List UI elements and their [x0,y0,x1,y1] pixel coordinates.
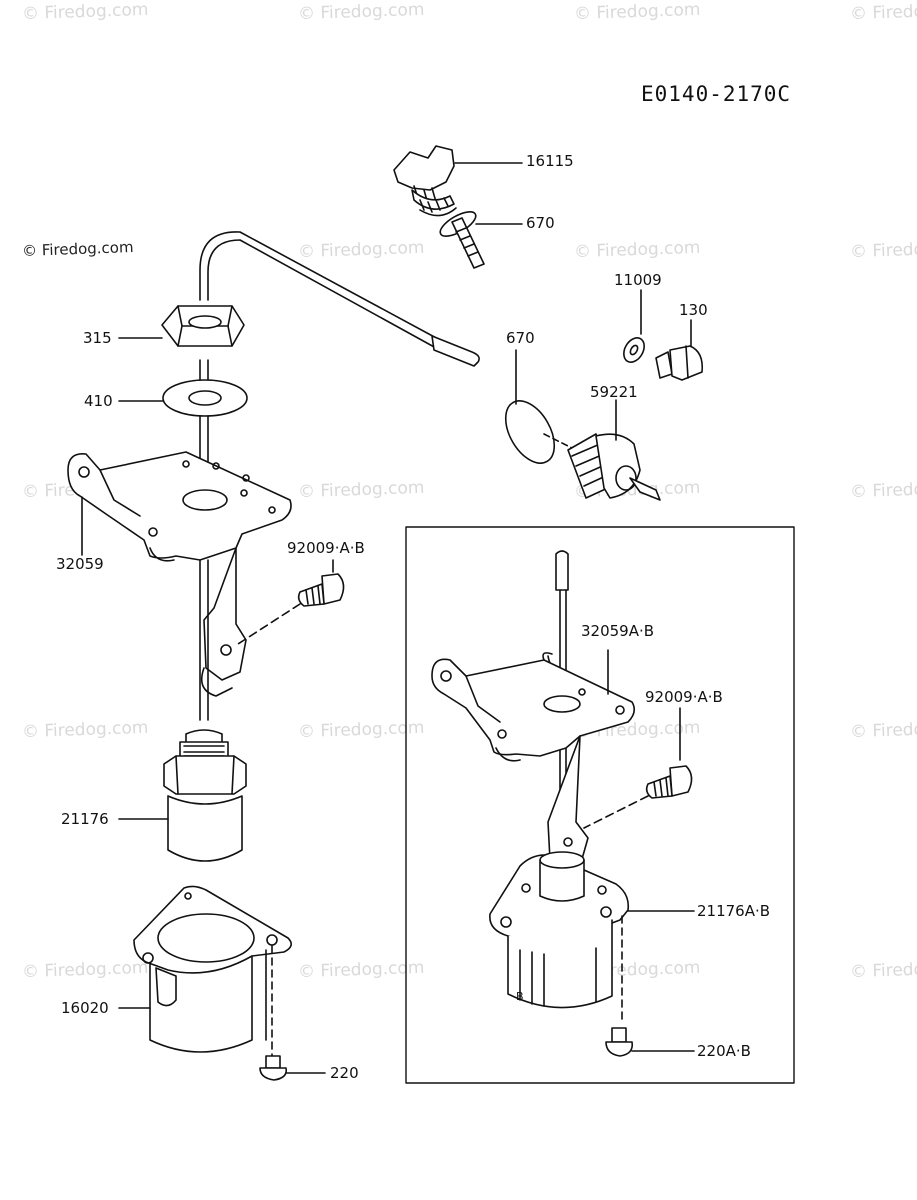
part-11009-drawing [623,289,645,363]
label-92009: 92009·A·B [287,539,365,557]
part-32059-drawing [67,451,292,721]
label-11009: 11009 [614,271,662,289]
label-220ab: 220A·B [697,1042,751,1060]
label-410: 410 [84,392,113,410]
label-315: 315 [83,329,112,347]
label-16020: 16020 [61,999,109,1017]
label-21176ab: 21176A·B [697,902,771,920]
label-130: 130 [679,301,708,319]
part-21176-drawing [118,729,247,862]
part-16115-drawing [393,145,523,217]
label-32059ab: 32059A·B [581,622,655,640]
diagram-code: E0140-2170C [641,82,792,106]
part-16020-drawing [118,885,292,1057]
part-410-drawing [118,379,248,417]
part-59221-drawing [567,399,661,501]
label-59221: 59221 [590,383,638,401]
part-220-drawing [259,1055,326,1081]
part-220ab-drawing [605,1027,695,1057]
part-92009-drawing [237,559,345,645]
label-670-upper: 670 [526,214,555,232]
label-92009ab: 92009·A·B [645,688,723,706]
part-21176ab-drawing: B [489,851,695,1021]
part-92009ab-drawing [583,707,693,829]
variant-inset-frame [405,526,795,1084]
dipstick-rod-drawing [199,231,480,501]
part-32059ab-drawing [431,649,636,887]
label-670-lower: 670 [506,329,535,347]
label-16115: 16115 [526,152,574,170]
part-670-lower-drawing [504,349,581,464]
label-32059: 32059 [56,555,104,573]
label-21176: 21176 [61,810,109,828]
label-220: 220 [330,1064,359,1082]
part-315-drawing [118,305,245,347]
svg-text:B: B [516,990,524,1003]
part-130-drawing [655,319,704,381]
part-670-upper-drawing [439,211,523,269]
